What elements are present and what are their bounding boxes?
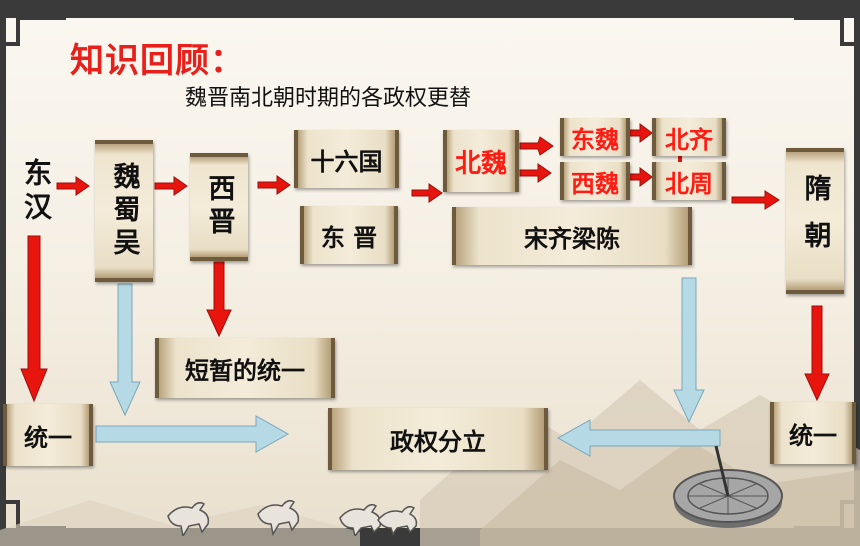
arrow-xijin-shiliuguo [257, 175, 291, 195]
page-subtitle: 魏晋南北朝时期的各政权更替 [185, 86, 472, 111]
node-beizhou: 北周 [652, 162, 726, 200]
arrow-songqiliangchen-fenli [673, 277, 705, 424]
node-beiqi: 北齐 [652, 118, 726, 156]
node-beiwei: 北魏 [443, 130, 519, 192]
page-title: 知识回顾： [70, 41, 245, 81]
node-zhengquan-fenli: 政权分立 [328, 408, 548, 470]
node-tongyi-left: 统一 [3, 404, 93, 466]
node-donghan: 东汉 [20, 158, 53, 226]
node-songqiliangchen: 宋齐梁陈 [452, 207, 692, 265]
arrow-donghan-tongyi [20, 235, 48, 403]
node-dongwei: 东魏 [560, 118, 630, 156]
node-weishuwu: 魏蜀吴 [95, 140, 153, 282]
arrow-suichao-tongyi [804, 305, 830, 402]
node-dongjin: 东 晋 [300, 206, 398, 264]
sundial-icon [673, 445, 783, 528]
arrow-to-suichao [731, 190, 780, 210]
arrow-fenli-left [556, 419, 721, 457]
arrow-xiwei-beizhou [627, 167, 653, 187]
node-duanzan-tongyi: 短暂的统一 [155, 338, 335, 398]
node-shiliuguo: 十六国 [294, 130, 399, 188]
arrow-xijin-duanzan [206, 261, 232, 338]
node-xijin: 西晋 [190, 153, 248, 261]
node-suichao: 隋朝 [786, 148, 844, 294]
node-xiwei: 西魏 [560, 162, 630, 200]
node-tongyi-right: 统一 [770, 402, 856, 464]
arrow-donghan-weishuwu [56, 176, 90, 196]
arrow-dongwei-beiqi [627, 123, 653, 143]
arrow-tongyi-fenli [95, 415, 290, 453]
arrow-beiwei-xiwei [519, 163, 552, 183]
arrow-beiwei-dongwei [519, 136, 554, 156]
arrow-to-beiwei [411, 183, 443, 203]
arrow-weishuwu-fenli [109, 283, 141, 417]
arrow-weishuwu-xijin [154, 176, 188, 196]
horse-icon [167, 499, 418, 536]
